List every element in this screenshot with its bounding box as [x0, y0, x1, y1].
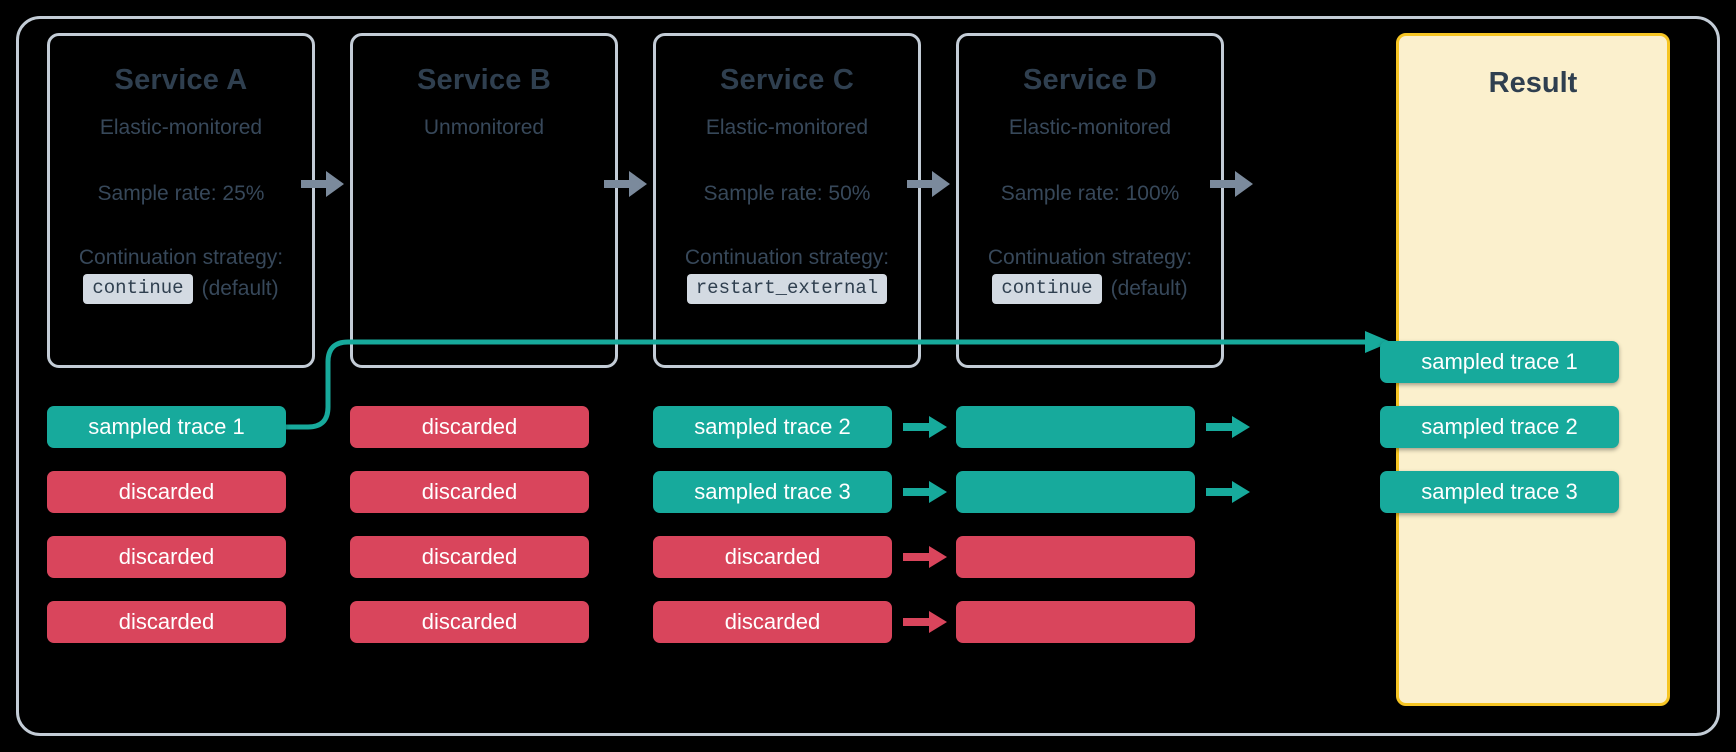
service-c-title: Service C	[720, 64, 854, 96]
arrow-right-icon-trace-d1-to-result2	[1206, 416, 1250, 438]
arrow-right-icon-trace-c2-to-d2	[903, 481, 947, 503]
service-a-strategy-note: (default)	[201, 277, 279, 301]
trace-pill-b-2: discarded	[350, 471, 589, 513]
trace-pill-d-1	[956, 406, 1195, 448]
service-card-c: Service C Elastic-monitored Sample rate:…	[653, 33, 921, 368]
arrow-right-icon-c-to-d	[907, 171, 950, 197]
service-a-sample-rate: Sample rate: 25%	[97, 181, 265, 205]
arrow-right-icon-d-to-result	[1210, 171, 1253, 197]
result-trace-pill-3: sampled trace 3	[1380, 471, 1619, 513]
service-b-monitoring: Unmonitored	[423, 116, 545, 140]
service-c-monitoring: Elastic-monitored	[705, 116, 869, 140]
service-c-strategy-value: restart_external	[686, 274, 888, 305]
service-d-sample-rate: Sample rate: 100%	[1000, 181, 1180, 205]
service-a-monitoring: Elastic-monitored	[99, 116, 263, 140]
service-c-strategy-label: Continuation strategy:	[684, 245, 890, 269]
trace-pill-d-2	[956, 471, 1195, 513]
service-b-title: Service B	[417, 64, 551, 96]
trace-pill-b-3: discarded	[350, 536, 589, 578]
trace-pill-c-4: discarded	[653, 601, 892, 643]
result-title: Result	[1488, 67, 1578, 99]
service-d-monitoring: Elastic-monitored	[1008, 116, 1172, 140]
arrow-right-icon-b-to-c	[604, 171, 647, 197]
elbow-connector-sampled-trace-1	[283, 331, 1391, 430]
service-d-strategy-label: Continuation strategy:	[987, 245, 1193, 269]
arrow-right-icon-trace-d2-to-result3	[1206, 481, 1250, 503]
trace-pill-a-1: sampled trace 1	[47, 406, 286, 448]
trace-pill-a-4: discarded	[47, 601, 286, 643]
service-card-a: Service A Elastic-monitored Sample rate:…	[47, 33, 315, 368]
trace-pill-b-1: discarded	[350, 406, 589, 448]
service-c-strategy-line: restart_external	[656, 274, 918, 305]
service-d-title: Service D	[1023, 64, 1157, 96]
service-d-strategy-note: (default)	[1110, 277, 1188, 301]
service-d-strategy-value: continue	[992, 274, 1102, 305]
service-d-strategy-line: continue (default)	[959, 274, 1221, 305]
trace-pill-d-4	[956, 601, 1195, 643]
service-a-strategy-label: Continuation strategy:	[78, 245, 284, 269]
arrow-right-icon-trace-c1-to-d1	[903, 416, 947, 438]
trace-pill-a-2: discarded	[47, 471, 286, 513]
service-card-b: Service B Unmonitored	[350, 33, 618, 368]
trace-pill-d-3	[956, 536, 1195, 578]
result-trace-pill-1: sampled trace 1	[1380, 341, 1619, 383]
arrow-right-icon-trace-c4-to-d4	[903, 611, 947, 633]
service-a-title: Service A	[114, 64, 248, 96]
service-card-d: Service D Elastic-monitored Sample rate:…	[956, 33, 1224, 368]
trace-pill-b-4: discarded	[350, 601, 589, 643]
arrow-right-icon-a-to-b	[301, 171, 344, 197]
result-trace-pill-2: sampled trace 2	[1380, 406, 1619, 448]
trace-pill-a-3: discarded	[47, 536, 286, 578]
trace-pill-c-3: discarded	[653, 536, 892, 578]
trace-pill-c-2: sampled trace 3	[653, 471, 892, 513]
arrow-right-icon-trace-c3-to-d3	[903, 546, 947, 568]
service-a-strategy-value: continue	[83, 274, 193, 305]
trace-pill-c-1: sampled trace 2	[653, 406, 892, 448]
service-c-sample-rate: Sample rate: 50%	[703, 181, 871, 205]
service-a-strategy-line: continue (default)	[50, 274, 312, 305]
